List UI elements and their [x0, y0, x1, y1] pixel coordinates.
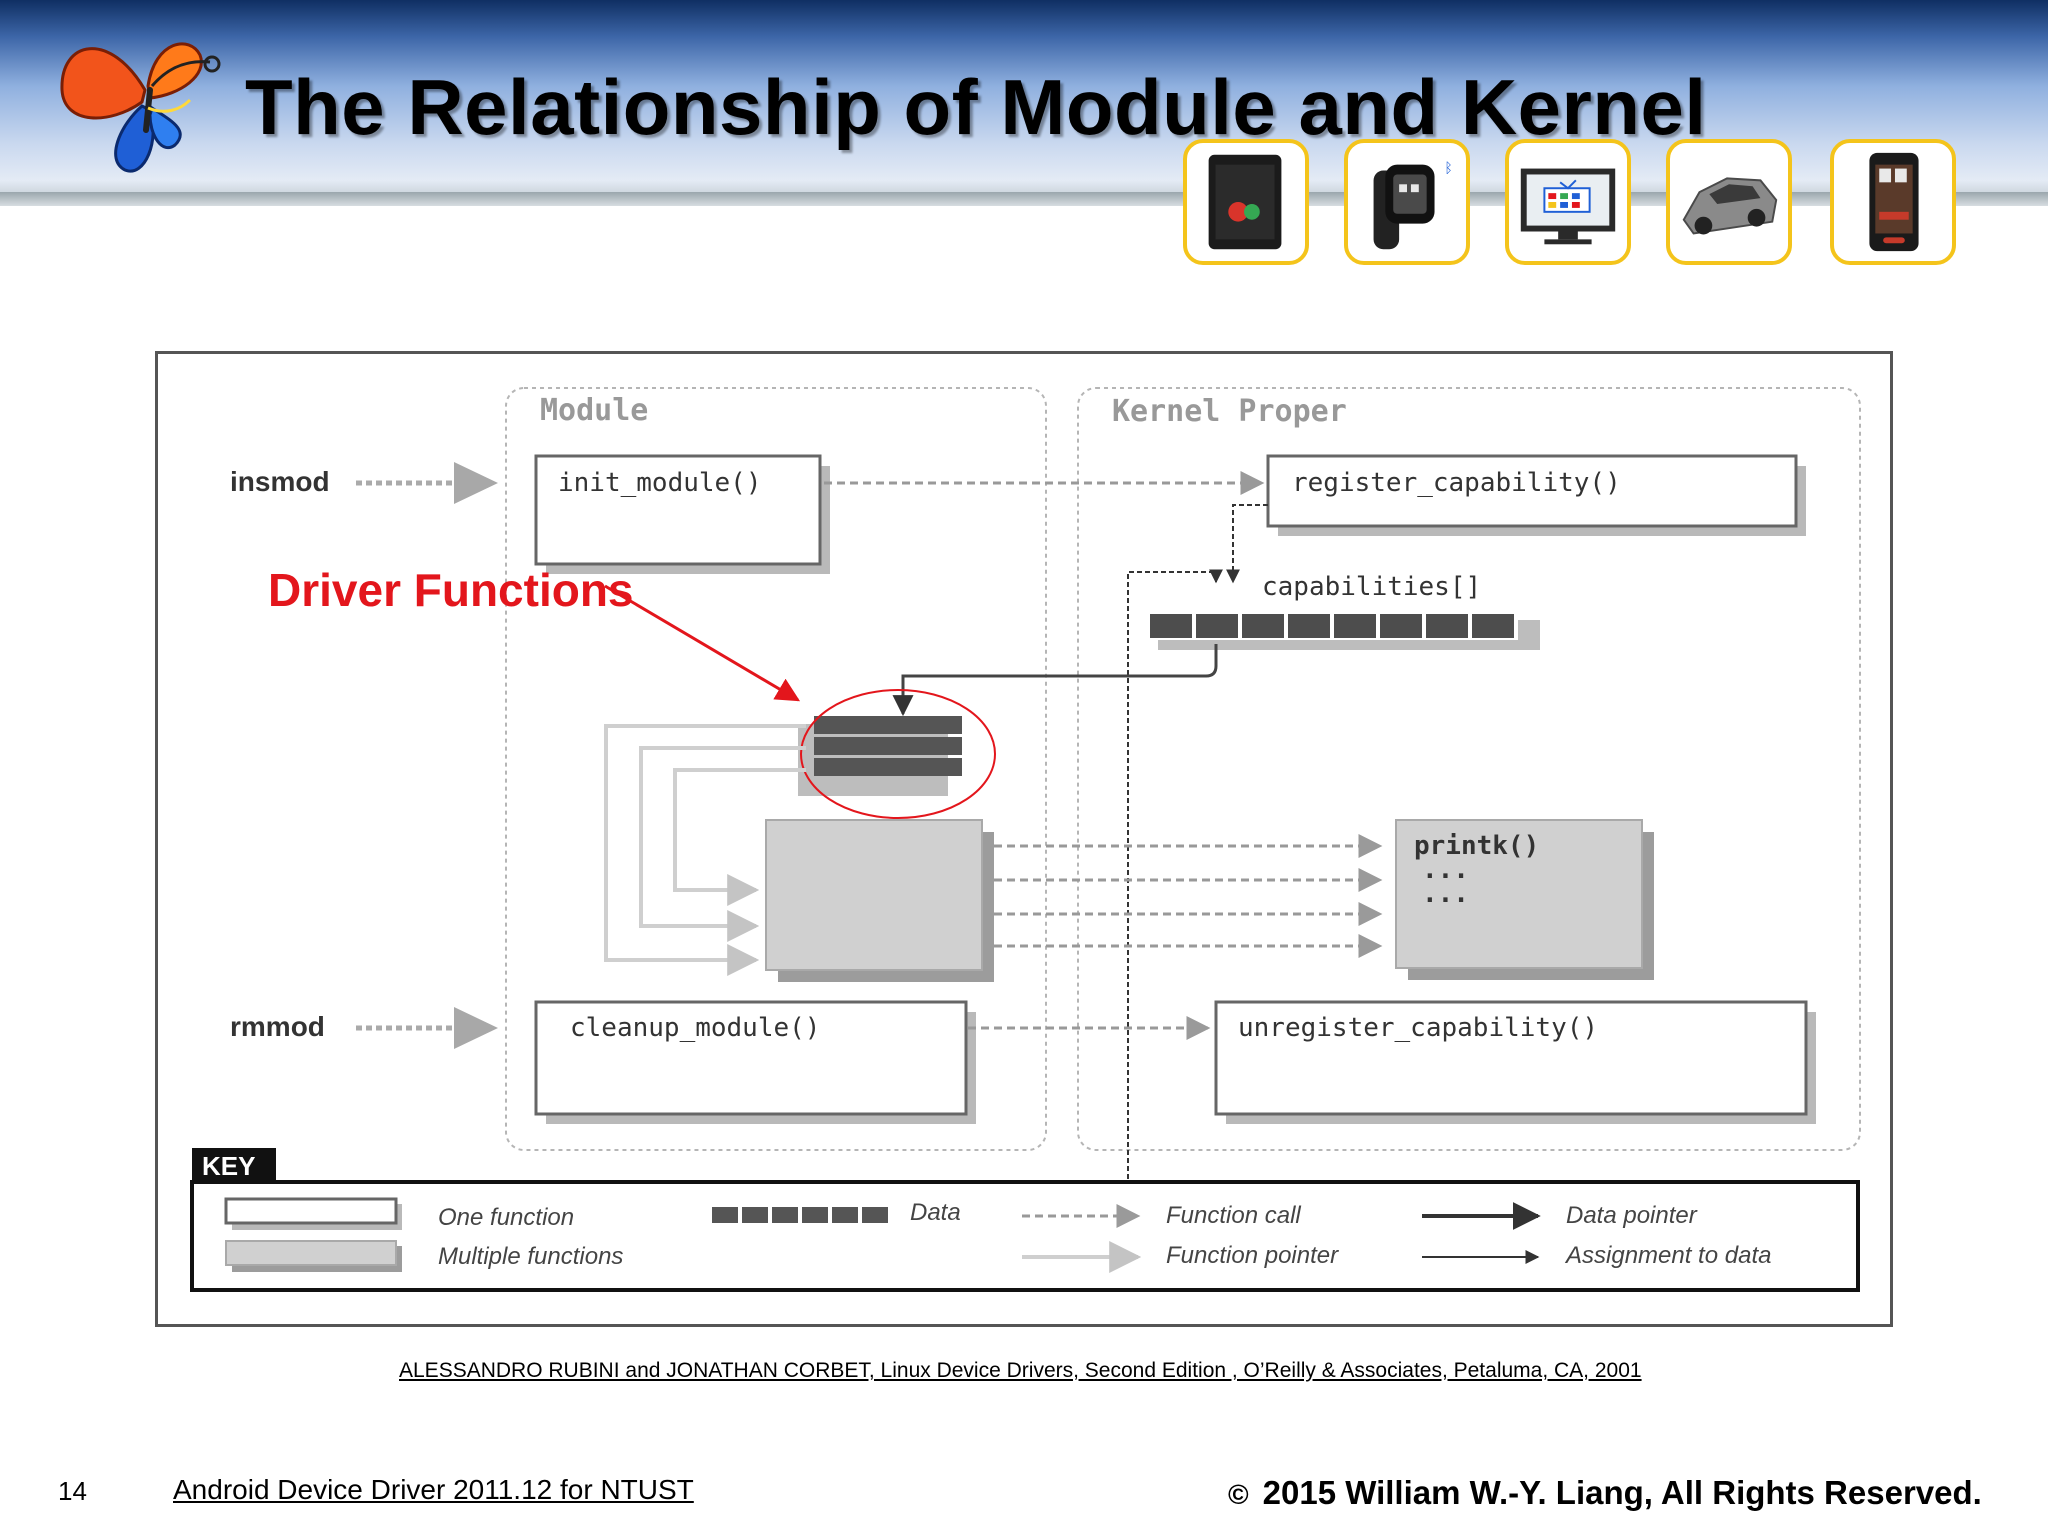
key-function-pointer-label: Function pointer [1166, 1242, 1339, 1269]
key-title: KEY [202, 1151, 255, 1181]
key-data-pointer-label: Data pointer [1566, 1202, 1698, 1229]
driver-functions-block [814, 716, 962, 776]
page-number: 14 [58, 1476, 87, 1506]
television-icon [1520, 168, 1616, 245]
function-pointer-arrow-3 [673, 768, 806, 906]
device-television [1505, 139, 1631, 265]
insmod-label: insmod [230, 466, 330, 497]
driver-functions-annotation: Driver Functions [268, 564, 634, 616]
data-pointer-arrow [892, 644, 1218, 717]
cleanup-module-box [534, 1000, 968, 1116]
key-data-label: Data [910, 1199, 961, 1226]
citation-reference: ALESSANDRO RUBINI and JONATHAN CORBET, L… [399, 1359, 1642, 1382]
smartphone-icon [1869, 152, 1919, 252]
printk-dots-1: ... [1422, 855, 1469, 885]
unregister-capability-box [1214, 1000, 1808, 1116]
key-multiple-functions-label: Multiple functions [438, 1243, 623, 1270]
register-capability-box [1266, 454, 1798, 528]
init-module-box [534, 454, 822, 566]
svg-text:ᛒ: ᛒ [1444, 161, 1452, 177]
printk-dots-2: ... [1422, 879, 1469, 909]
device-car [1666, 139, 1792, 265]
car-icon [1682, 177, 1778, 235]
init-module-label: init_module() [558, 468, 762, 498]
register-capability-label: register_capability() [1292, 468, 1621, 498]
module-kernel-diagram: Module Kernel Proper insmod init_module(… [155, 351, 1893, 1327]
key-badge [192, 1148, 276, 1182]
device-smartwatch: ᛒ [1344, 139, 1470, 265]
module-label: Module [540, 393, 648, 428]
copyright-symbol: © [1228, 1479, 1249, 1510]
key-one-function-swatch [224, 1197, 398, 1225]
key-data-swatch [712, 1207, 888, 1223]
butterfly-logo-icon [50, 20, 230, 180]
key-assignment-label: Assignment to data [1564, 1242, 1771, 1269]
annotation-pointer [604, 584, 801, 702]
function-pointer-arrow-2 [639, 746, 806, 942]
device-smartphone [1830, 139, 1956, 265]
unregister-capability-label: unregister_capability() [1238, 1013, 1598, 1043]
assignment-arrow-unregister [1127, 569, 1223, 1183]
function-pointer-arrow-1 [604, 724, 806, 976]
key-one-function-label: One function [438, 1204, 574, 1231]
module-functions-box [765, 819, 983, 971]
footer-course-link[interactable]: Android Device Driver 2011.12 for NTUST [173, 1474, 694, 1505]
kernel-region [1077, 387, 1861, 1151]
kernel-label: Kernel Proper [1112, 394, 1347, 429]
copyright-notice: © 2015 William W.-Y. Liang, All Rights Re… [1228, 1474, 1982, 1512]
assignment-arrow-register [1226, 504, 1268, 584]
cleanup-module-label: cleanup_module() [570, 1013, 820, 1043]
copyright-text: 2015 William W.-Y. Liang, All Rights Res… [1262, 1474, 1982, 1511]
module-region [505, 387, 1047, 1151]
smartwatch-icon: ᛒ [1373, 161, 1453, 250]
key-legend-box [190, 1180, 1860, 1292]
device-tablet [1183, 139, 1309, 265]
tablet-icon [1208, 154, 1282, 250]
printk-label: printk() [1414, 831, 1539, 861]
insmod-arrowhead [454, 462, 498, 504]
key-function-call-label: Function call [1166, 1202, 1301, 1229]
slide-title: The Relationship of Module and Kernel [245, 63, 1707, 151]
printk-box [1395, 819, 1643, 969]
capabilities-label: capabilities[] [1262, 572, 1481, 602]
capabilities-array [1148, 612, 1518, 640]
rmmod-label: rmmod [230, 1011, 325, 1042]
diagram-canvas: Module Kernel Proper insmod init_module(… [190, 387, 1861, 1292]
driver-functions-circle [800, 689, 996, 819]
rmmod-arrowhead [454, 1007, 498, 1049]
key-multiple-functions-swatch [225, 1240, 397, 1266]
